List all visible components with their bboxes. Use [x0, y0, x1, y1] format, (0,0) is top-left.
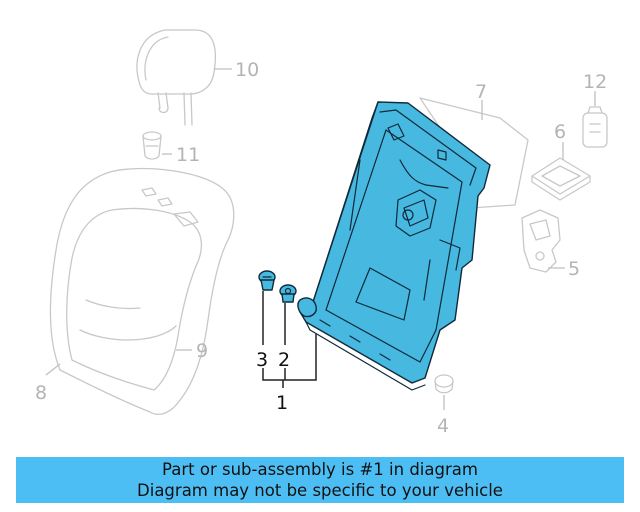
banner-line-1: Part or sub-assembly is #1 in diagram	[162, 460, 478, 479]
callout-9: 9	[196, 340, 208, 362]
callout-8: 8	[35, 382, 47, 404]
headrest-part-10	[136, 29, 217, 126]
banner-line-2: Diagram may not be specific to your vehi…	[137, 481, 503, 500]
callout-7: 7	[475, 81, 487, 103]
bolt-part-3	[258, 270, 276, 291]
callout-3: 3	[256, 349, 268, 371]
callout-4: 4	[437, 415, 449, 437]
latch-part-5	[521, 209, 561, 273]
bezel-part-6	[531, 157, 591, 201]
callout-1: 1	[276, 392, 288, 414]
callout-10: 10	[235, 59, 259, 81]
callout-6: 6	[554, 121, 566, 143]
clip-part-12	[582, 106, 608, 148]
callout-11: 11	[176, 144, 200, 166]
callout-2: 2	[278, 349, 290, 371]
callout-5: 5	[568, 258, 580, 280]
seat-frame-part-1	[297, 101, 491, 391]
cushion-part-8-9	[49, 167, 235, 415]
nut-part-2	[279, 284, 297, 303]
info-banner: Part or sub-assembly is #1 in diagram Di…	[16, 457, 624, 503]
guide-part-11	[142, 131, 162, 160]
callout-12: 12	[583, 71, 607, 93]
bushing-part-4	[434, 374, 454, 394]
